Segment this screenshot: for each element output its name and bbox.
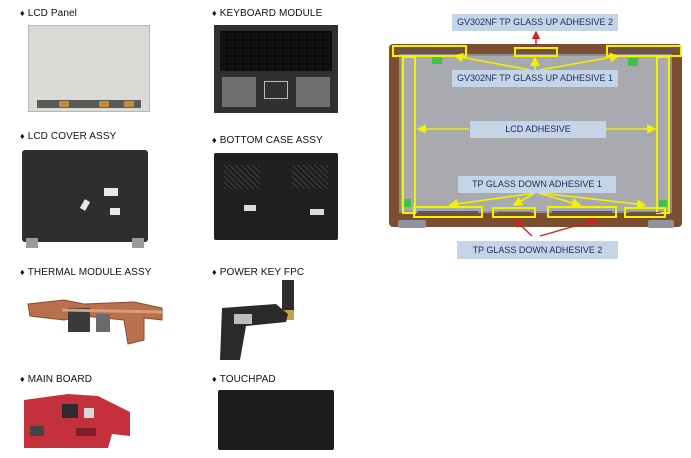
- adhesive-strip: [629, 212, 661, 213]
- caption-bottom-case-assy: ♦BOTTOM CASE ASSY: [212, 135, 323, 146]
- adhesive-strip: [418, 211, 478, 213]
- green-tab: [659, 200, 667, 208]
- power-key-fpc-image: [216, 280, 306, 360]
- caption-text: MAIN BOARD: [27, 374, 93, 385]
- adhesive-top-center: [514, 47, 558, 57]
- thermal-module-drawing: [27, 299, 163, 345]
- adhesive-strip: [397, 50, 462, 52]
- arrow-up1-right: [539, 52, 620, 71]
- caption-thermal-module-assy: ♦THERMAL MODULE ASSY: [20, 267, 151, 278]
- arrow-down1-c: [537, 192, 582, 208]
- caption-keyboard-module: ♦KEYBOARD MODULE: [212, 8, 322, 19]
- caption-text: POWER KEY FPC: [219, 267, 305, 278]
- bullet-icon: ♦: [212, 267, 217, 277]
- bullet-icon: ♦: [20, 131, 25, 141]
- adhesive-strip: [611, 50, 677, 52]
- arrow-down2-left: [513, 219, 533, 237]
- green-tab: [403, 199, 411, 207]
- adhesive-bottom-2: [492, 207, 536, 218]
- caption-text: LCD Panel: [27, 8, 77, 19]
- arrow-up1-left: [453, 52, 531, 71]
- caption-text: THERMAL MODULE ASSY: [27, 267, 152, 278]
- green-tab: [432, 56, 442, 64]
- arrow-down2-right: [539, 217, 598, 237]
- main-board-drawing: [24, 394, 130, 448]
- label-tp-glass-up-adhesive-1: GV302NF TP GLASS UP ADHESIVE 1: [452, 70, 618, 87]
- bullet-icon: ♦: [20, 267, 25, 277]
- arrow-down1-d: [539, 192, 647, 209]
- caption-text: LCD COVER ASSY: [27, 131, 117, 142]
- hinge-right: [648, 220, 674, 228]
- caption-power-key-fpc: ♦POWER KEY FPC: [212, 267, 304, 278]
- panel-chip: [99, 101, 109, 107]
- cover-sticker: [110, 208, 120, 215]
- caption-lcd-cover-assy: ♦LCD COVER ASSY: [20, 131, 116, 142]
- bottom-case-image: [214, 153, 338, 240]
- caption-lcd-panel: ♦LCD Panel: [20, 8, 77, 19]
- adhesive-top-right: [606, 45, 682, 57]
- adhesive-left: [402, 56, 416, 214]
- keyboard-battery-right: [296, 77, 330, 107]
- arrow-down1-a: [448, 192, 536, 209]
- label-tp-glass-down-adhesive-1: TP GLASS DOWN ADHESIVE 1: [458, 176, 616, 193]
- label-tp-glass-up-adhesive-2: GV302NF TP GLASS UP ADHESIVE 2: [452, 14, 618, 31]
- keyboard-keys: [220, 31, 332, 71]
- cover-sticker: [104, 188, 118, 196]
- label-lcd-adhesive: LCD ADHESIVE: [470, 121, 606, 138]
- bottom-sticker: [310, 209, 324, 215]
- caption-text: BOTTOM CASE ASSY: [219, 135, 323, 146]
- label-tp-glass-down-adhesive-2: TP GLASS DOWN ADHESIVE 2: [457, 241, 618, 259]
- lcd-panel-image: [28, 25, 150, 112]
- adhesive-bottom-3: [547, 206, 617, 218]
- fpc-drawing: [220, 280, 294, 360]
- caption-touchpad: ♦TOUCHPAD: [212, 374, 276, 385]
- caption-text: TOUCHPAD: [219, 374, 276, 385]
- adhesive-bottom-1: [413, 206, 483, 218]
- bullet-icon: ♦: [20, 374, 25, 384]
- panel-chip: [124, 101, 134, 107]
- panel-connector-strip: [37, 100, 141, 108]
- touchpad-image: [218, 390, 334, 450]
- keyboard-module-image: [214, 25, 338, 113]
- hinge-left: [398, 220, 426, 228]
- keyboard-touchpad-cutout: [264, 81, 288, 99]
- bottom-sticker: [244, 205, 256, 211]
- cover-hinge: [26, 238, 38, 248]
- bullet-icon: ♦: [212, 374, 217, 384]
- bullet-icon: ♦: [20, 8, 25, 18]
- caption-text: KEYBOARD MODULE: [219, 8, 323, 19]
- main-board-image: [18, 390, 136, 452]
- arrow-down1-b: [512, 192, 536, 206]
- adhesive-right: [656, 56, 670, 214]
- adhesive-strip: [497, 212, 531, 213]
- panel-chip: [59, 101, 69, 107]
- keyboard-battery-left: [222, 77, 256, 107]
- lcd-cover-image: [22, 150, 148, 248]
- bottom-vent: [224, 165, 260, 189]
- caption-main-board: ♦MAIN BOARD: [20, 374, 92, 385]
- adhesive-strip: [552, 211, 612, 213]
- bullet-icon: ♦: [212, 135, 217, 145]
- green-tab: [628, 58, 638, 66]
- cover-hinge: [132, 238, 144, 248]
- bullet-icon: ♦: [212, 8, 217, 18]
- adhesive-top-left: [392, 45, 467, 57]
- thermal-module-image: [24, 290, 166, 346]
- bottom-vent: [292, 165, 328, 189]
